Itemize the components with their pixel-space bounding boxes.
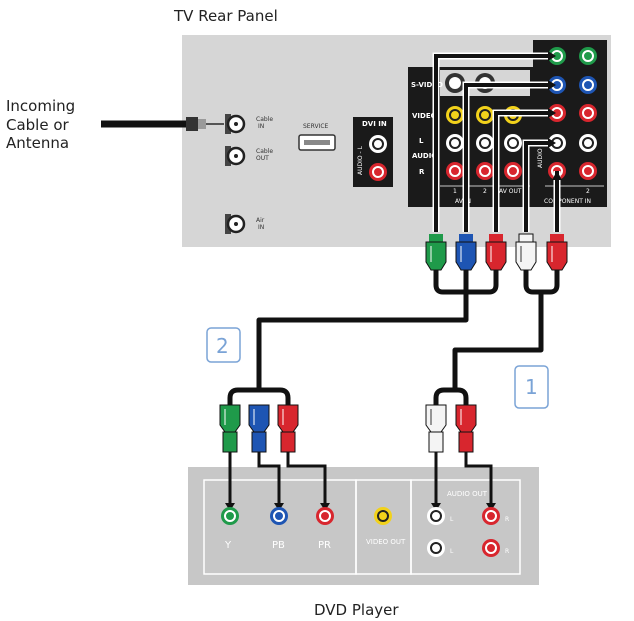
component-col-2-label: 2 [586, 188, 590, 195]
audio-l-marker: L [419, 137, 424, 145]
dvd-pb-label: PB [272, 540, 285, 551]
tv-green-plug-icon [425, 234, 447, 271]
dvd-pb-jack-icon [270, 507, 288, 525]
tv-white-plug-icon [515, 233, 537, 271]
component-audio-label: AUDIO [537, 148, 544, 168]
av-col-2-label: 2 [483, 188, 487, 195]
audio-r-marker: R [419, 168, 425, 176]
tv-red-audio-plug-icon [546, 234, 568, 271]
audio-r-2-jack-icon [476, 162, 494, 180]
service-label: SERVICE [303, 123, 329, 130]
tv-rear-panel-label: TV Rear Panel [173, 7, 278, 25]
av-col-1-label: 1 [453, 188, 457, 195]
dvi-audio-l-jack-icon [369, 135, 387, 153]
video-label: VIDEO [412, 112, 437, 120]
cable-in-jack-icon [225, 114, 246, 134]
component-y-2-jack-icon [579, 47, 597, 65]
main-cables [227, 270, 560, 405]
dvd-y-label: Y [224, 540, 232, 551]
audio-r-out-jack-icon [504, 162, 522, 180]
video-2-jack-icon [476, 106, 494, 124]
dvd-audio-out-label: AUDIO OUT [447, 490, 488, 498]
step-1-label: 1 [525, 375, 538, 399]
cable-out-label-2: OUT [256, 155, 269, 162]
dvd-audio-l2-jack-icon [427, 539, 445, 557]
incoming-label-line1: Incoming [6, 97, 75, 115]
component-pr-2-jack-icon [579, 104, 597, 122]
dvi-audio-l-label: AUDIO - L [357, 145, 364, 175]
dvi-audio-r-jack-icon [369, 163, 387, 181]
dvd-red-plug-icon [277, 404, 299, 453]
audio-l-out-jack-icon [504, 134, 522, 152]
incoming-label-line3: Antenna [6, 134, 69, 152]
s-video-label: S-VIDEO [411, 81, 443, 89]
dvd-audio-r2-jack-icon [482, 539, 500, 557]
air-in-jack-icon [225, 214, 246, 234]
component-audio-r-2-jack-icon [579, 162, 597, 180]
dvd-white-plug-icon [425, 404, 447, 453]
audio-l-2-jack-icon [476, 134, 494, 152]
dvd-audio-section [410, 479, 521, 575]
tv-wires [432, 52, 561, 232]
dvi-in-label: DVI IN [362, 120, 387, 128]
dvd-audio-l2-marker: L [450, 548, 454, 555]
cable-in-label-2: IN [258, 123, 264, 130]
dvd-audio-l-marker: L [450, 516, 454, 523]
tv-blue-plug-icon [455, 234, 477, 271]
dvd-audio-l-jack-icon [427, 507, 445, 525]
component-block [533, 40, 607, 207]
step-2-box [206, 327, 241, 363]
dvd-audio-r-marker: R [505, 516, 509, 523]
audio-r-1-jack-icon [446, 162, 464, 180]
component-audio-l-2-jack-icon [579, 134, 597, 152]
tv-red-plug-icon [485, 234, 507, 271]
dvd-pr-jack-icon [316, 507, 334, 525]
dvd-green-plug-icon [219, 404, 241, 453]
dvd-y-jack-icon [221, 507, 239, 525]
dvd-video-out-jack-icon [374, 507, 392, 525]
component-in-label: COMPONENT IN [544, 198, 591, 205]
dvd-player-panel [188, 467, 539, 585]
video-1-jack-icon [446, 106, 464, 124]
audio-l-1-jack-icon [446, 134, 464, 152]
component-pb-2-jack-icon [579, 76, 597, 94]
air-in-label-2: IN [258, 224, 264, 231]
service-port-slot [304, 140, 330, 145]
step-2-label: 2 [216, 334, 229, 358]
cable-in-label-1: Cable [256, 116, 273, 123]
cable-out-label-1: Cable [256, 148, 273, 155]
av-out-label: AV OUT [499, 188, 522, 195]
dvd-wires [228, 452, 493, 507]
incoming-label-line2: Cable or [6, 116, 70, 134]
step-1-box [514, 365, 549, 409]
tv-wire-arrowheads [548, 51, 562, 180]
audio-label: AUDIO [412, 152, 437, 160]
incoming-cable-connector [198, 119, 206, 129]
dvd-pr-label: PR [318, 540, 331, 551]
cable-out-jack-icon [225, 146, 246, 166]
s-video-1-jack-icon [445, 73, 465, 93]
dvd-red-audio-plug-icon [455, 404, 477, 453]
dvd-blue-plug-icon [248, 404, 270, 453]
dvd-player-label: DVD Player [314, 601, 399, 619]
dvd-video-out-label: VIDEO OUT [366, 538, 406, 546]
dvd-audio-r2-marker: R [505, 548, 509, 555]
incoming-cable-plug [186, 117, 198, 131]
air-in-label-1: Air [256, 217, 265, 224]
dvd-audio-r-jack-icon [482, 507, 500, 525]
